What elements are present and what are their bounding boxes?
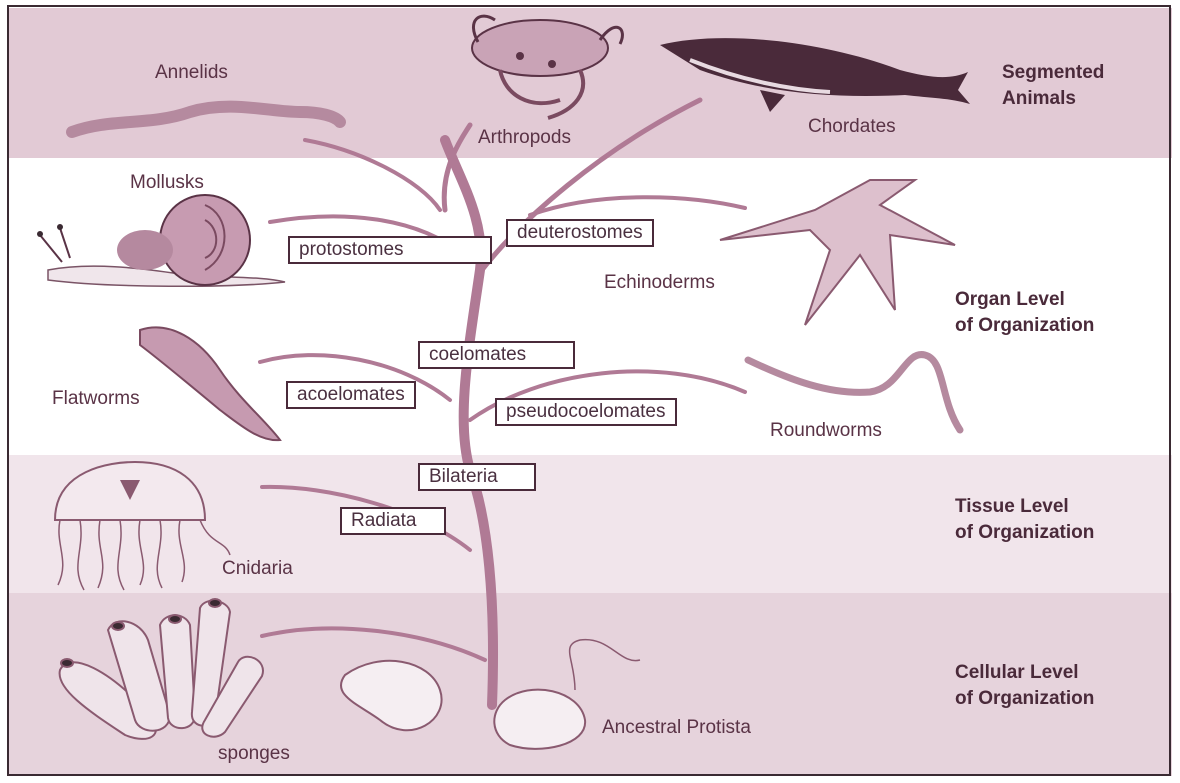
tissue-line-2: of Organization	[955, 520, 1094, 546]
tissue-level-label: Tissue Level of Organization	[955, 494, 1094, 546]
chordate-illustration	[660, 38, 970, 112]
roundworms-label: Roundworms	[770, 420, 882, 442]
organ-line-1: Organ Level	[955, 287, 1094, 313]
tree-trunk	[445, 140, 493, 705]
cellular-line-1: Cellular Level	[955, 660, 1094, 686]
arthropod-illustration	[472, 16, 622, 118]
segmented-line-2: Animals	[1002, 86, 1104, 112]
cellular-line-2: of Organization	[955, 686, 1094, 712]
echinoderm-illustration	[720, 180, 955, 325]
branch-annelids	[305, 140, 440, 210]
sponges-label: sponges	[218, 743, 290, 765]
flatworm-illustration	[140, 327, 280, 440]
ancestral-protista-label: Ancestral Protista	[602, 717, 751, 739]
organ-level-label: Organ Level of Organization	[955, 287, 1094, 339]
echinoderms-label: Echinoderms	[604, 272, 715, 294]
flatworms-label: Flatworms	[52, 388, 140, 410]
branch-sponges	[262, 628, 485, 660]
branch-echinoderms	[530, 197, 745, 215]
radiata-box: Radiata	[340, 507, 446, 535]
annelid-illustration	[72, 107, 340, 132]
organ-line-2: of Organization	[955, 313, 1094, 339]
sponge-illustration	[60, 599, 263, 739]
tissue-line-1: Tissue Level	[955, 494, 1094, 520]
deuterostomes-box: deuterostomes	[506, 219, 654, 247]
protostomes-box: protostomes	[288, 236, 492, 264]
segmented-animals-label: Segmented Animals	[1002, 60, 1104, 112]
bilateria-box: Bilateria	[418, 463, 536, 491]
mollusks-label: Mollusks	[130, 172, 204, 194]
pseudocoelomates-box: pseudocoelomates	[495, 398, 677, 426]
cnidarian-illustration	[55, 462, 230, 590]
roundworm-illustration	[748, 355, 960, 430]
mollusk-illustration	[37, 195, 285, 286]
chordates-label: Chordates	[808, 116, 896, 138]
coelomates-box: coelomates	[418, 341, 575, 369]
cellular-level-label: Cellular Level of Organization	[955, 660, 1094, 712]
annelids-label: Annelids	[155, 62, 228, 84]
segmented-line-1: Segmented	[1002, 60, 1104, 86]
acoelomates-box: acoelomates	[286, 381, 416, 409]
cnidaria-label: Cnidaria	[222, 558, 293, 580]
arthropods-label: Arthropods	[478, 127, 571, 149]
